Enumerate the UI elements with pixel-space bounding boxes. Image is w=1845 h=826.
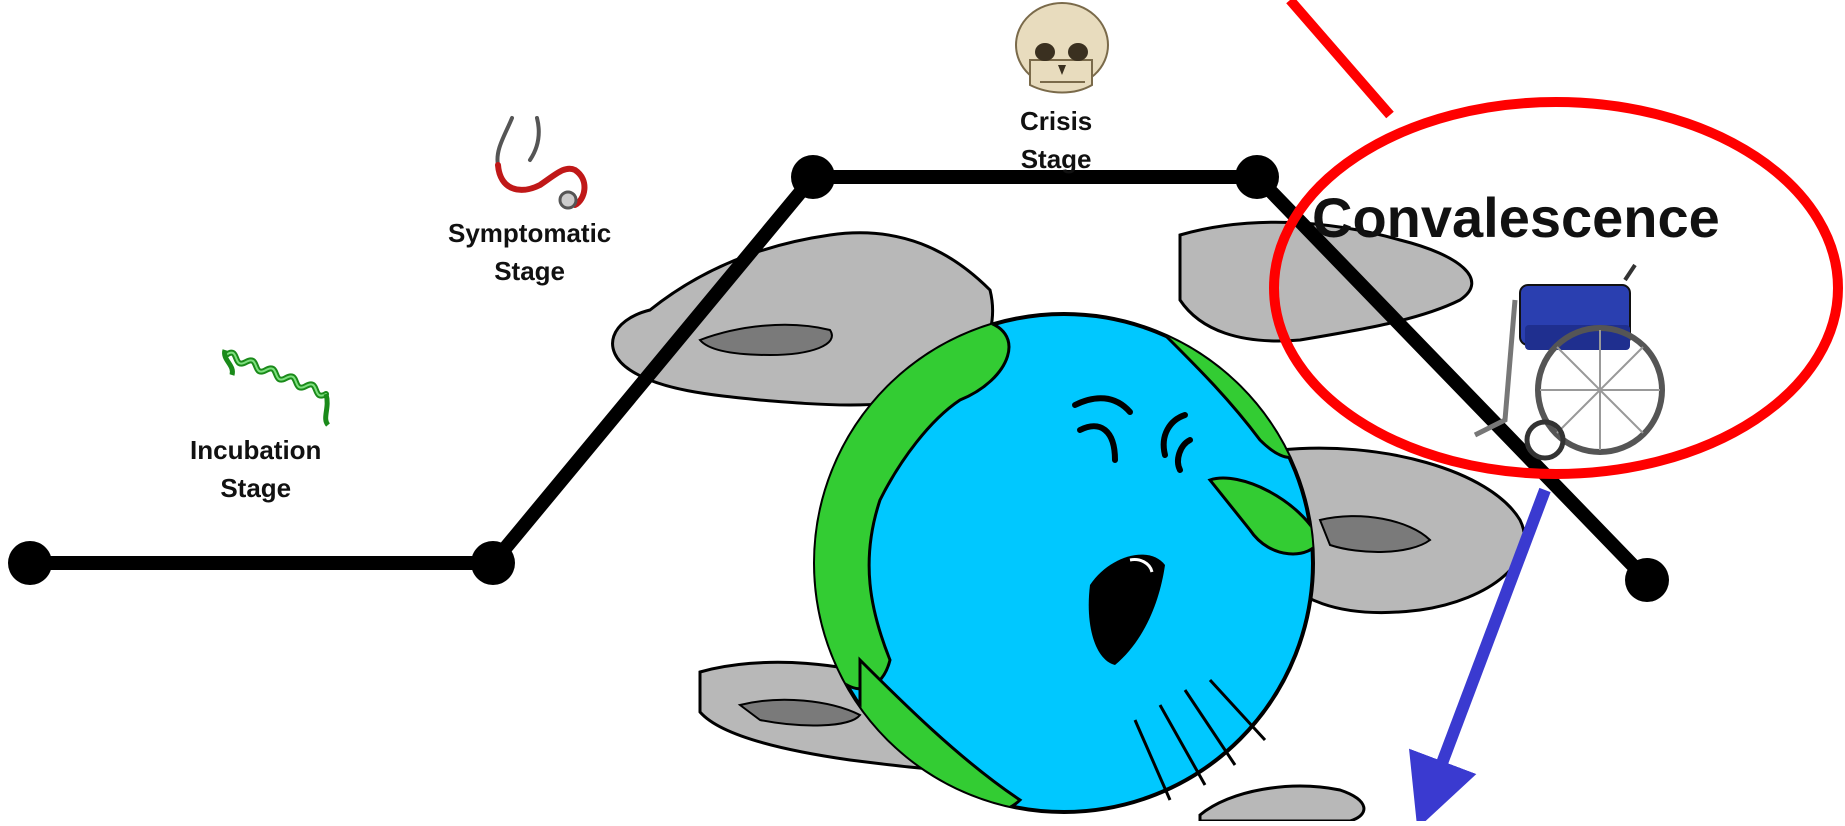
pointer-line — [1290, 0, 1390, 115]
path-node-start — [8, 541, 52, 585]
convalescence-label: Convalescence — [1312, 190, 1720, 246]
crisis-stage-label-line2: Stage — [1020, 141, 1092, 179]
path-node-incubation-end — [471, 541, 515, 585]
symptomatic-stage-label: Symptomatic Stage — [448, 215, 611, 290]
symptomatic-stage-label-line1: Symptomatic — [448, 215, 611, 253]
path-node-end — [1625, 558, 1669, 602]
skull-icon — [1016, 3, 1108, 93]
bacterium-icon — [225, 350, 328, 425]
stethoscope-icon — [497, 118, 584, 208]
path-node-crisis-start — [791, 155, 835, 199]
smog-puff-bottom — [1200, 786, 1364, 821]
crisis-stage-label-line1: Crisis — [1020, 103, 1092, 141]
incubation-stage-label: Incubation Stage — [190, 432, 321, 507]
incubation-stage-label-line1: Incubation — [190, 432, 321, 470]
path-node-crisis-end — [1235, 155, 1279, 199]
crisis-stage-label: Crisis Stage — [1020, 103, 1092, 178]
symptomatic-stage-label-line2: Stage — [448, 253, 611, 291]
incubation-stage-label-line2: Stage — [190, 470, 321, 508]
